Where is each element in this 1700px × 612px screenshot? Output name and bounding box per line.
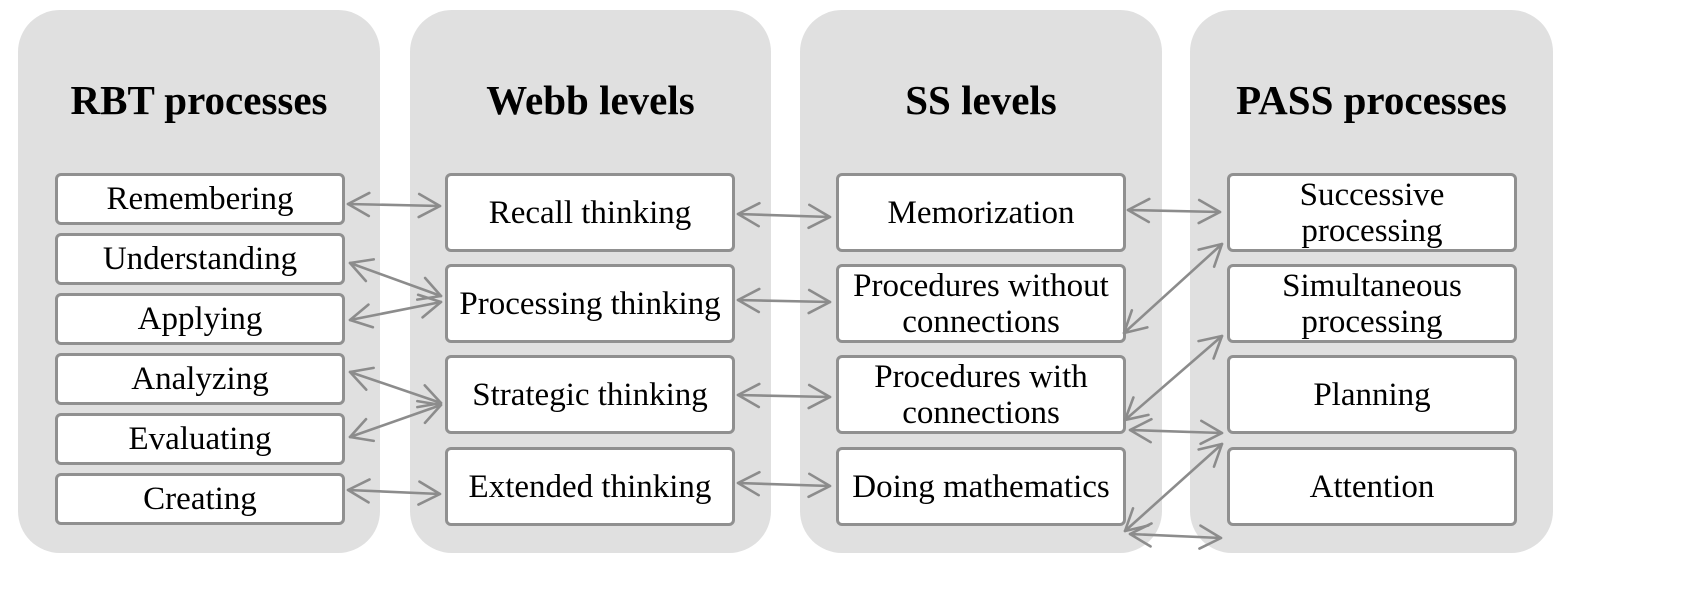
node-strategic-thinking: Strategic thinking xyxy=(445,355,735,434)
node-memorization: Memorization xyxy=(836,173,1126,252)
panel-title-rbt: RBT processes xyxy=(70,77,328,123)
panel-title-ss: SS levels xyxy=(905,77,1057,123)
panel-title-pass: PASS processes xyxy=(1236,77,1507,123)
node-procedures-with-connections: Procedures with connections xyxy=(836,355,1126,434)
node-procedures-without-connections: Procedures without connections xyxy=(836,264,1126,343)
node-extended-thinking: Extended thinking xyxy=(445,447,735,526)
node-attention: Attention xyxy=(1227,447,1517,526)
node-recall-thinking: Recall thinking xyxy=(445,173,735,252)
panel-title-webb: Webb levels xyxy=(486,77,695,123)
node-successive-processing: Successive processing xyxy=(1227,173,1517,252)
node-processing-thinking: Processing thinking xyxy=(445,264,735,343)
node-understanding: Understanding xyxy=(55,233,345,285)
node-creating: Creating xyxy=(55,473,345,525)
node-planning: Planning xyxy=(1227,355,1517,434)
node-remembering: Remembering xyxy=(55,173,345,225)
node-simultaneous-processing: Simultaneous processing xyxy=(1227,264,1517,343)
node-applying: Applying xyxy=(55,293,345,345)
node-doing-mathematics: Doing mathematics xyxy=(836,447,1126,526)
node-evaluating: Evaluating xyxy=(55,413,345,465)
node-analyzing: Analyzing xyxy=(55,353,345,405)
